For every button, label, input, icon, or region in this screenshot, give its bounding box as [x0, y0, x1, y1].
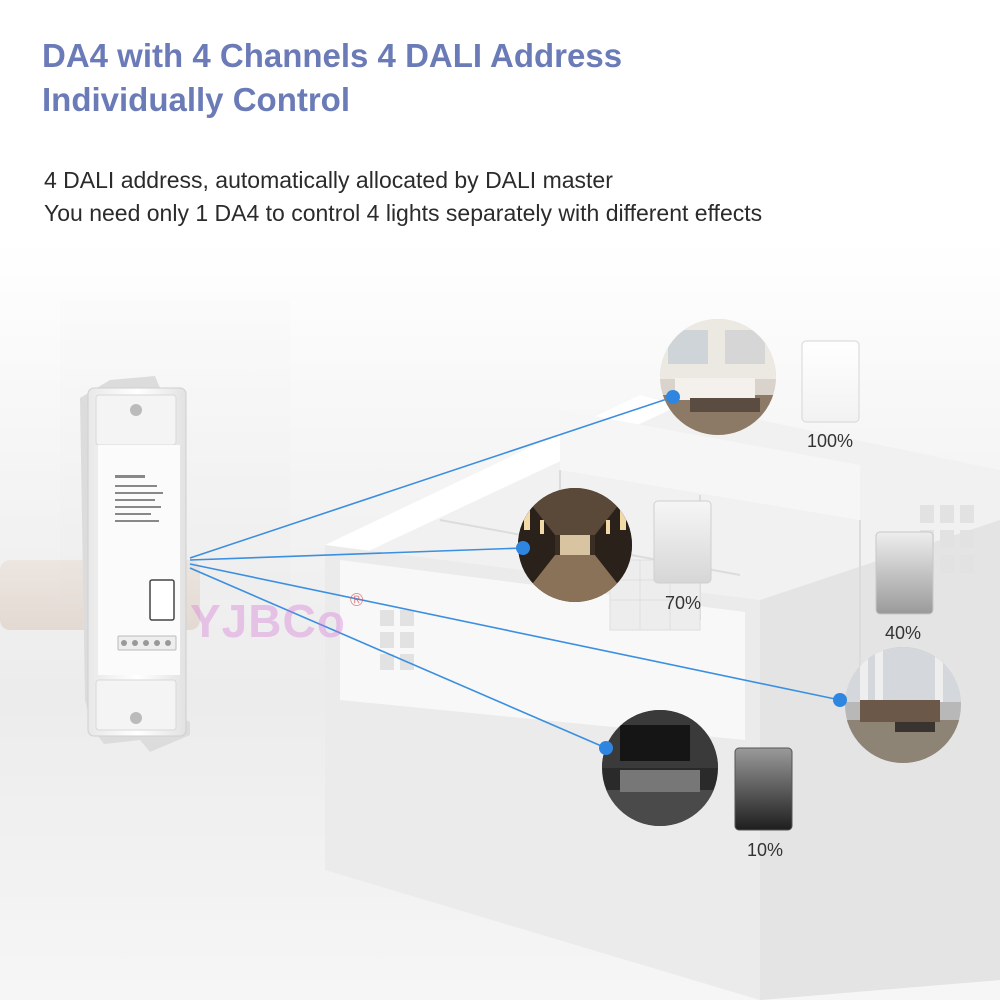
title-line-2: Individually Control [42, 81, 351, 118]
brightness-swatch-40 [875, 531, 934, 615]
connection-dots [516, 390, 847, 755]
subtitle-line-1: 4 DALI address, automatically allocated … [44, 167, 613, 193]
control-wires [189, 396, 841, 749]
brightness-label-theater: 10% [747, 840, 784, 860]
dali-dimmer-device [80, 376, 190, 752]
brightness-swatch-70 [653, 500, 712, 584]
watermark-logo: YJBCo [190, 595, 346, 647]
brightness-swatch-10 [734, 747, 793, 831]
brightness-label-living-room: 40% [885, 623, 922, 643]
house-floorplan [325, 395, 1000, 1000]
brightness-swatch-100 [801, 340, 860, 423]
room-photo-theater [602, 710, 718, 826]
page-title: DA4 with 4 Channels 4 DALI Address Indiv… [42, 34, 942, 122]
watermark-registered-mark: ® [350, 590, 364, 610]
room-photo-bedroom [660, 319, 776, 435]
brightness-label-corridor: 70% [665, 593, 702, 613]
brightness-label-bedroom: 100% [807, 431, 854, 451]
title-line-1: DA4 with 4 Channels 4 DALI Address [42, 37, 623, 74]
room-photo-corridor [518, 488, 632, 602]
subtitle-line-2: You need only 1 DA4 to control 4 lights … [44, 200, 763, 226]
subtitle: 4 DALI address, automatically allocated … [44, 164, 944, 230]
